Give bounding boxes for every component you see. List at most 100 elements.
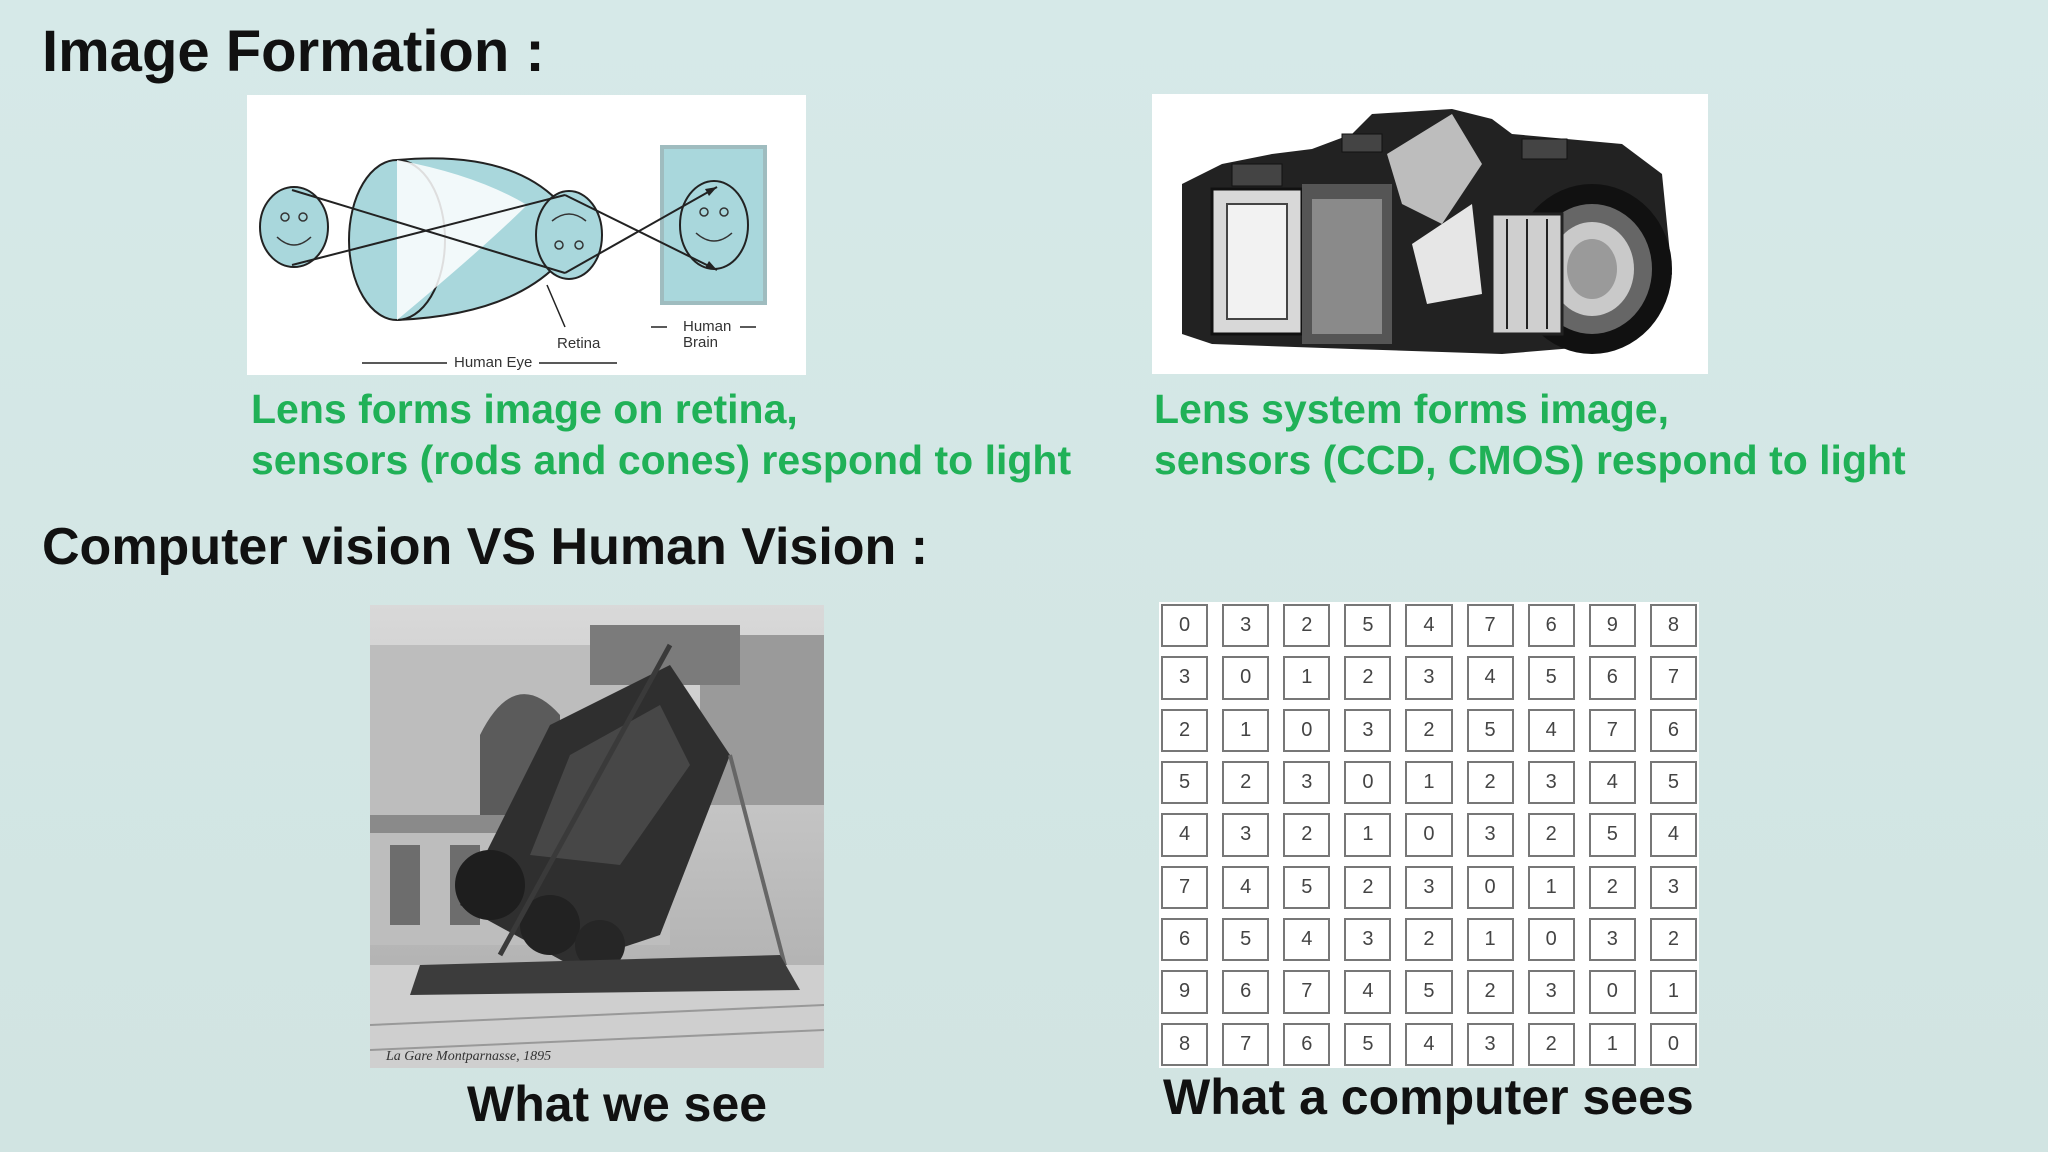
pixel-cell: 0 (1344, 760, 1392, 805)
pixel-cell: 4 (1649, 813, 1697, 857)
pixel-cell: 0 (1283, 708, 1331, 752)
pixel-cell: 5 (1649, 760, 1697, 805)
pixel-cell: 5 (1344, 1022, 1392, 1066)
pixel-cell: 2 (1405, 708, 1453, 752)
pixel-cell: 0 (1588, 970, 1636, 1014)
pixel-cell: 5 (1588, 813, 1636, 857)
eye-caption-line2: sensors (rods and cones) respond to ligh… (251, 437, 1072, 483)
pixel-cell: 3 (1466, 1022, 1514, 1066)
pixel-cell: 2 (1405, 917, 1453, 962)
eye-diagram: Retina Human Eye Human Brain (247, 95, 806, 375)
pixel-cell: 4 (1588, 760, 1636, 805)
pixel-cell: 2 (1222, 760, 1270, 805)
pixel-cell: 0 (1649, 1022, 1697, 1066)
heading-computer-vs-human: Computer vision VS Human Vision : (42, 518, 929, 576)
pixel-cell: 5 (1161, 760, 1209, 805)
pixel-cell: 9 (1161, 970, 1209, 1014)
heading-image-formation: Image Formation : (42, 19, 545, 84)
label-what-we-see: What we see (467, 1076, 768, 1132)
camera-caption: Lens system forms image, sensors (CCD, C… (1154, 384, 1906, 486)
pixel-cell: 0 (1527, 917, 1575, 962)
pixel-cell: 4 (1161, 813, 1209, 857)
pixel-cell: 4 (1527, 708, 1575, 752)
pixel-cell: 6 (1649, 708, 1697, 752)
pixel-cell: 4 (1344, 970, 1392, 1014)
pixel-cell: 5 (1283, 865, 1331, 909)
pixel-cell: 0 (1405, 813, 1453, 857)
pixel-cell: 6 (1588, 656, 1636, 700)
camera-caption-line2: sensors (CCD, CMOS) respond to light (1154, 437, 1906, 483)
pixel-cell: 3 (1344, 917, 1392, 962)
pixel-cell: 8 (1161, 1022, 1209, 1066)
pixel-cell: 3 (1222, 813, 1270, 857)
pixel-cell: 0 (1466, 865, 1514, 909)
photo-inscription: La Gare Montparnasse, 1895 (385, 1049, 551, 1064)
label-human-brain-1: Human (683, 318, 731, 335)
label-retina: Retina (557, 335, 601, 352)
pixel-cell: 2 (1283, 813, 1331, 857)
pixel-cell: 2 (1466, 970, 1514, 1014)
pixel-cell: 7 (1161, 865, 1209, 909)
camera-cutaway-image (1152, 94, 1708, 374)
pixel-cell: 0 (1161, 604, 1209, 648)
pixel-cell: 2 (1344, 865, 1392, 909)
pixel-cell: 1 (1344, 813, 1392, 857)
pixel-cell: 2 (1283, 604, 1331, 648)
pixel-cell: 4 (1466, 656, 1514, 700)
pixel-cell: 3 (1283, 760, 1331, 805)
pixel-cell: 9 (1588, 604, 1636, 648)
camera-caption-line1: Lens system forms image, (1154, 386, 1669, 432)
pixel-cell: 1 (1222, 708, 1270, 752)
pixel-cell: 1 (1283, 656, 1331, 700)
pixel-cell: 6 (1222, 970, 1270, 1014)
pixel-cell: 3 (1527, 970, 1575, 1014)
pixel-cell: 1 (1527, 865, 1575, 909)
pixel-cell: 2 (1527, 1022, 1575, 1066)
pixel-cell: 5 (1466, 708, 1514, 752)
pixel-cell: 7 (1649, 656, 1697, 700)
pixel-cell: 3 (1527, 760, 1575, 805)
pixel-cell: 7 (1588, 708, 1636, 752)
pixel-cell: 2 (1588, 865, 1636, 909)
pixel-cell: 4 (1283, 917, 1331, 962)
pixel-cell: 3 (1588, 917, 1636, 962)
pixel-cell: 3 (1466, 813, 1514, 857)
pixel-cell: 5 (1405, 970, 1453, 1014)
train-wreck-photo: La Gare Montparnasse, 1895 (370, 605, 824, 1068)
pixel-cell: 5 (1527, 656, 1575, 700)
pixel-cell: 1 (1649, 970, 1697, 1014)
pixel-cell: 4 (1405, 604, 1453, 648)
label-what-computer-sees: What a computer sees (1163, 1069, 1694, 1125)
pixel-cell: 3 (1649, 865, 1697, 909)
pixel-cell: 6 (1161, 917, 1209, 962)
pixel-cell: 1 (1466, 917, 1514, 962)
pixel-cell: 3 (1161, 656, 1209, 700)
pixel-cell: 4 (1405, 1022, 1453, 1066)
pixel-cell: 2 (1344, 656, 1392, 700)
pixel-cell: 3 (1344, 708, 1392, 752)
pixel-cell: 7 (1466, 604, 1514, 648)
pixel-cell: 3 (1405, 656, 1453, 700)
pixel-cell: 3 (1405, 865, 1453, 909)
pixel-cell: 4 (1222, 865, 1270, 909)
pixel-cell: 2 (1161, 708, 1209, 752)
pixel-cell: 6 (1527, 604, 1575, 648)
pixel-cell: 1 (1405, 760, 1453, 805)
pixel-cell: 0 (1222, 656, 1270, 700)
label-human-brain-2: Brain (683, 334, 718, 351)
pixel-cell: 5 (1344, 604, 1392, 648)
eye-caption: Lens forms image on retina, sensors (rod… (251, 384, 1071, 486)
pixel-cell: 2 (1527, 813, 1575, 857)
pixel-cell: 2 (1649, 917, 1697, 962)
pixel-cell: 8 (1649, 604, 1697, 648)
label-human-eye: Human Eye (454, 354, 532, 371)
pixel-cell: 7 (1283, 970, 1331, 1014)
pixel-cell: 1 (1588, 1022, 1636, 1066)
pixel-cell: 7 (1222, 1022, 1270, 1066)
pixel-cell: 2 (1466, 760, 1514, 805)
pixel-cell: 3 (1222, 604, 1270, 648)
pixel-cell: 6 (1283, 1022, 1331, 1066)
eye-caption-line1: Lens forms image on retina, (251, 386, 798, 432)
pixel-cell: 5 (1222, 917, 1270, 962)
